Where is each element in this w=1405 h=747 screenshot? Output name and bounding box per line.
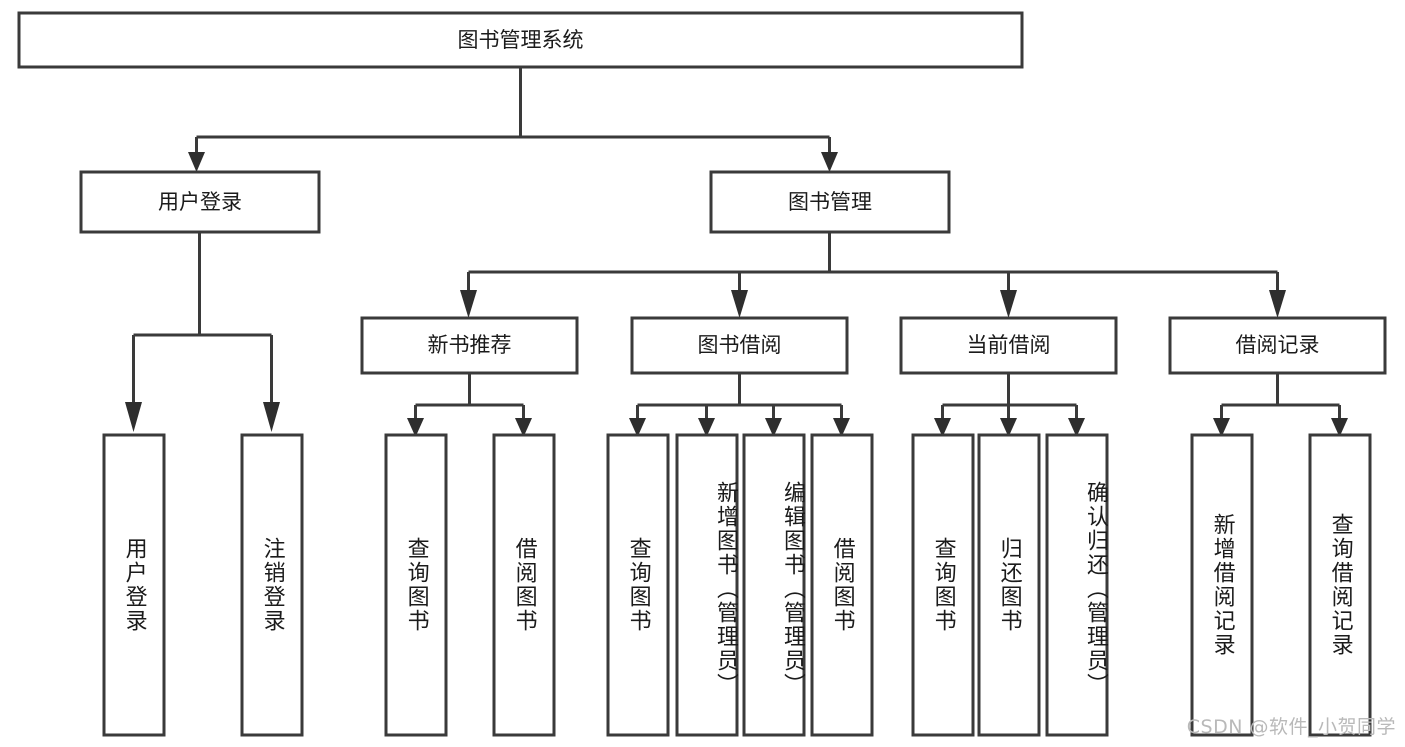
arrow-to-leaf-query-record: [1331, 418, 1348, 437]
node-current-borrow[interactable]: 当前借阅: [899, 316, 1118, 375]
node-layer-horizontal: 图书管理系统 用户登录 图书管理 新书推荐 图书借阅 当前借阅: [17, 11, 1387, 375]
arrow-to-leaf-add-book: [698, 418, 715, 437]
node-borrow-record-label: 借阅记录: [1236, 333, 1320, 357]
node-leaf-add-book-box[interactable]: [675, 433, 739, 737]
node-new-book-rec-label: 新书推荐: [428, 333, 512, 357]
arrow-to-leaf-query-book-2: [629, 418, 646, 437]
arrow-to-leaf-confirm-return: [1068, 418, 1085, 437]
csdn-watermark: CSDN @软件_小贺同学: [1186, 716, 1396, 738]
node-book-borrow-box[interactable]: [630, 316, 849, 375]
node-book-manage-label: 图书管理: [788, 190, 872, 214]
node-borrow-record-box[interactable]: [1168, 316, 1387, 375]
node-leaf-borrow-book-2-box[interactable]: [810, 433, 874, 737]
arrow-to-leaf-query-book-1: [407, 418, 424, 437]
node-root-box[interactable]: [17, 11, 1024, 69]
connector-bookborrow-bus: [636, 373, 843, 418]
node-leaf-edit-book-box[interactable]: [742, 433, 806, 737]
node-leaf-logout-box[interactable]: [240, 433, 304, 737]
node-leaf-query-book-1-box[interactable]: [384, 433, 448, 737]
arrow-to-new-book-rec: [460, 290, 477, 318]
node-new-book-rec-box[interactable]: [360, 316, 579, 375]
node-layer-leaves: [102, 433, 1372, 737]
arrow-to-leaf-query-book-3: [934, 418, 951, 437]
node-leaf-add-record-box[interactable]: [1190, 433, 1254, 737]
node-leaf-user-login-box[interactable]: [102, 433, 166, 737]
node-book-manage-box[interactable]: [709, 170, 951, 234]
connector-bookmanage-bus: [467, 232, 1279, 290]
node-leaf-borrow-book-1-box[interactable]: [492, 433, 556, 737]
arrow-to-leaf-logout: [263, 402, 280, 432]
node-user-login-label: 用户登录: [158, 190, 242, 214]
arrowhead-layer: [125, 152, 1348, 437]
arrow-to-leaf-edit-book: [765, 418, 782, 437]
node-leaf-query-book-2-box[interactable]: [606, 433, 670, 737]
node-leaf-confirm-return-box[interactable]: [1045, 433, 1109, 737]
arrow-to-user-login: [188, 152, 205, 172]
arrow-to-borrow-record: [1269, 290, 1286, 318]
node-book-borrow[interactable]: 图书借阅: [630, 316, 849, 375]
node-book-borrow-label: 图书借阅: [698, 333, 782, 357]
arrow-to-leaf-user-login: [125, 402, 142, 432]
arrow-to-book-borrow: [731, 290, 748, 318]
node-current-borrow-label: 当前借阅: [967, 333, 1051, 357]
connector-userlogin-bus: [132, 232, 273, 402]
arrow-to-leaf-borrow-book-1: [515, 418, 532, 437]
arrow-to-current-borrow: [1000, 290, 1017, 318]
connector-root-bus: [195, 67, 831, 152]
node-root-label: 图书管理系统: [458, 28, 584, 52]
arrow-to-leaf-borrow-book-2: [833, 418, 850, 437]
arrow-to-leaf-return-book: [1000, 418, 1017, 437]
arrow-to-leaf-add-record: [1213, 418, 1230, 437]
node-leaf-return-book-box[interactable]: [977, 433, 1041, 737]
node-user-login[interactable]: 用户登录: [79, 170, 321, 234]
node-book-manage[interactable]: 图书管理: [709, 170, 951, 234]
node-new-book-rec[interactable]: 新书推荐: [360, 316, 579, 375]
connector-layer: [132, 67, 1341, 418]
node-user-login-box[interactable]: [79, 170, 321, 234]
connector-currentborrow-bus: [941, 373, 1078, 418]
node-current-borrow-box[interactable]: [899, 316, 1118, 375]
node-leaf-query-book-3-box[interactable]: [911, 433, 975, 737]
node-borrow-record[interactable]: 借阅记录: [1168, 316, 1387, 375]
node-root[interactable]: 图书管理系统: [17, 11, 1024, 69]
node-leaf-query-record-box[interactable]: [1308, 433, 1372, 737]
connector-newbookrec-bus: [414, 373, 525, 418]
arrow-to-book-manage: [821, 152, 838, 172]
connector-borrowrecord-bus: [1220, 373, 1341, 418]
